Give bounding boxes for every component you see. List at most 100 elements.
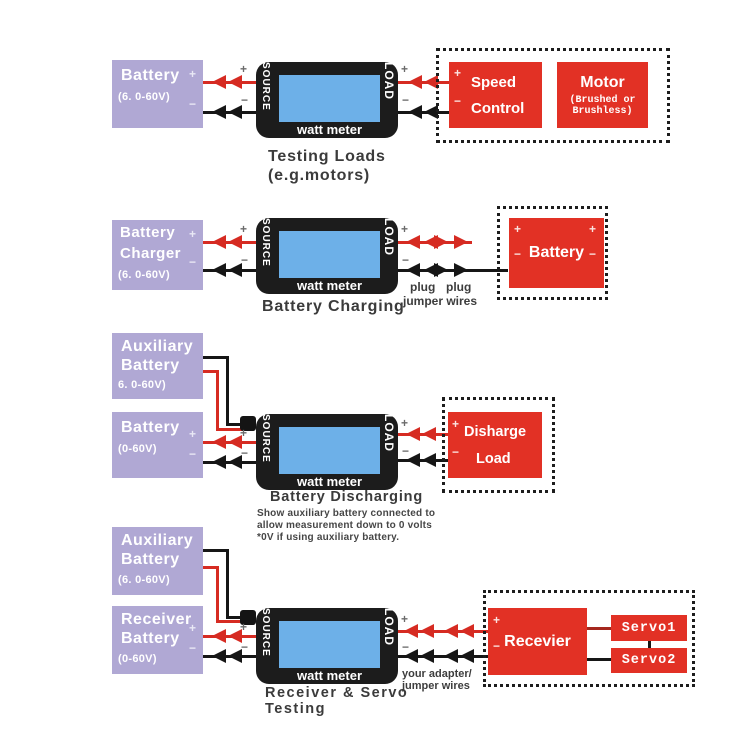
minus-sign: − [241,446,249,460]
minus-terminal: − [493,639,501,653]
servo1-label: Servo1 [621,620,677,636]
arrowhead [228,455,242,469]
meter-source-label: SOURCE [260,218,271,267]
battery-label: Battery [121,67,180,84]
plug-label-2: plug [446,280,472,294]
arrowhead [444,649,458,663]
watt-meter: SOURCE LOAD watt meter [256,608,398,684]
aux-connector-plug [240,416,256,431]
plus-sign: + [240,426,248,440]
arrowhead [424,75,438,89]
discharge-group-border [442,397,555,493]
meter-screen [279,427,380,474]
arrowhead [434,235,448,249]
arrowhead [422,453,436,467]
arrowhead [404,624,418,638]
plus-terminal: + [589,222,597,236]
arrowhead [228,435,242,449]
adapter-label-line2: jumper wires [402,680,470,692]
arrowhead [406,235,420,249]
plus-sign: + [401,612,409,626]
aux-line2: Battery [121,551,180,569]
plus-terminal: + [452,417,460,431]
battery-box: Battery (6. 0-60V) [112,60,203,128]
plus-terminal: + [493,613,501,627]
receiver-battery-box: Receiver Battery (0-60V) [112,606,203,674]
receiver-box: Recevier [488,608,587,675]
adapter-label-line1: your adapter/ [402,668,472,680]
meter-name-label: watt meter [296,668,363,683]
battery-group-border [497,206,608,300]
meter-load-label: LOAD [382,414,396,452]
meter-name-label: watt meter [296,278,363,293]
servo1-box: Servo1 [611,615,687,641]
main-battery-box: Battery (0-60V) [112,412,203,478]
rx-batt-line2: Battery [121,630,180,648]
arrowhead [406,453,420,467]
charger-line2: Charger [120,245,182,263]
arrowhead [460,624,474,638]
minus-terminal: − [189,447,197,461]
aux-connector-plug [240,610,256,625]
arrowhead [434,263,448,277]
minus-sign: − [402,640,410,654]
minus-sign: − [402,253,410,267]
aux-line1: Auxiliary [121,338,194,355]
arrowhead [212,75,226,89]
plus-sign: + [240,222,248,236]
receiver-label: Recevier [504,632,571,650]
meter-source-label: SOURCE [260,414,271,463]
charger-line1: Battery [120,224,176,241]
arrowhead [454,263,468,277]
arrowhead [212,235,226,249]
section-caption: Testing Loads [268,148,386,165]
battery-voltage: (0-60V) [118,443,157,456]
arrowhead [228,649,242,663]
arrowhead [228,75,242,89]
meter-name-label: watt meter [296,474,363,489]
discharge-line1: Disharge [464,423,527,440]
servo2-label: Servo2 [621,653,677,668]
plus-terminal: + [189,227,197,241]
battery-voltage: (6. 0-60V) [118,91,170,104]
meter-screen [279,75,380,122]
arrowhead [460,649,474,663]
minus-terminal: − [589,247,597,261]
servo2-box: Servo2 [611,648,687,673]
aux-negative-lead [226,616,243,619]
aux-line1: Auxiliary [121,532,194,549]
aux-line2: Battery [121,357,180,375]
aux-negative-lead [226,423,243,426]
note-line2: allow measurement down to 0 volts [257,520,432,531]
arrowhead [424,105,438,119]
charged-battery-label: Battery [528,244,585,261]
minus-terminal: − [189,641,197,655]
motor-title: Motor [580,73,625,91]
negative-wire [398,655,488,658]
arrowhead [422,427,436,441]
aux-positive-lead [203,566,219,569]
meter-source-label: SOURCE [260,62,271,111]
watt-meter: SOURCE LOAD watt meter [256,414,398,490]
aux-negative-lead [203,356,229,359]
arrowhead [212,649,226,663]
auxiliary-battery-box: Auxiliary Battery (6. 0-60V) [112,527,203,595]
aux-negative-lead [203,549,229,552]
section-caption-2: (e.g.motors) [268,167,371,184]
rx-batt-line1: Receiver [121,611,192,628]
plus-terminal: + [514,222,522,236]
aux-positive-lead [216,566,219,623]
plus-sign: + [401,62,409,76]
auxiliary-battery-box: Auxiliary Battery 6. 0-60V) [112,333,203,399]
section-caption: Battery Charging [262,298,405,315]
arrowhead [406,427,420,441]
motor-subtitle-line1: (Brushed or [569,94,636,106]
meter-screen [279,621,380,668]
motor-subtitle-line2: Brushless) [572,105,633,117]
minus-terminal: − [514,247,522,261]
charged-battery-box: Battery [509,218,604,288]
meter-screen [279,231,380,278]
battery-label: Battery [121,419,180,436]
aux-positive-lead [203,370,219,373]
